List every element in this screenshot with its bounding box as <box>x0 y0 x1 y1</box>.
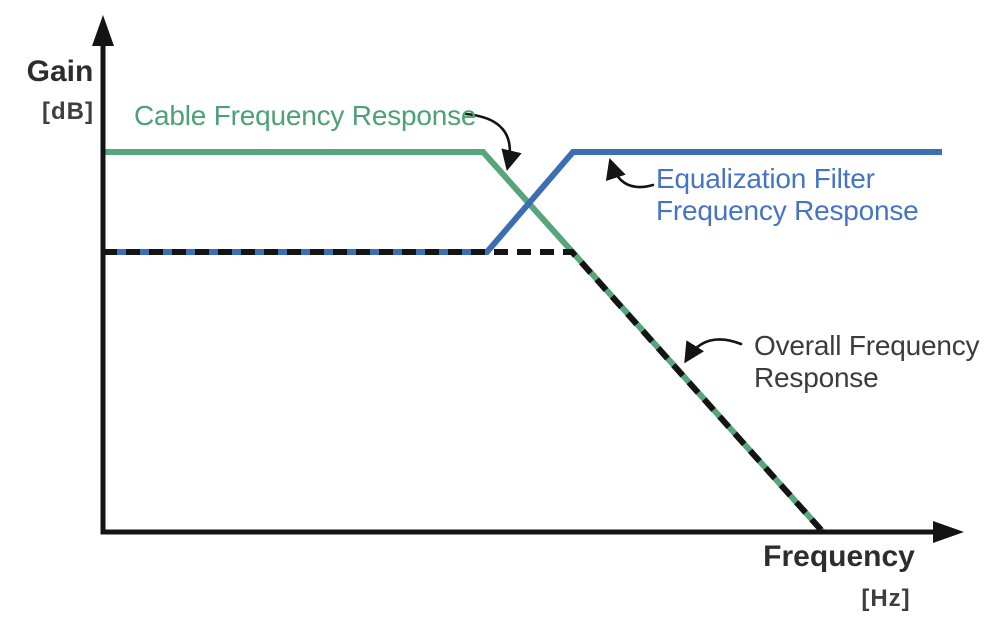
overall-response-label: Overall Frequency Response <box>754 330 980 393</box>
y-axis-unit: [dB] <box>42 98 94 125</box>
equalization-response-label: Equalization Filter Frequency Response <box>656 163 919 226</box>
x-axis-arrowhead <box>933 521 964 543</box>
equalization-annotation-arrow <box>605 158 655 189</box>
overall-frequency-response-line <box>103 249 826 535</box>
overall-annotation-arrow <box>684 338 743 364</box>
x-axis-title: Frequency <box>763 540 915 573</box>
x-axis-unit: [Hz] <box>861 585 911 612</box>
y-axis-title: Gain <box>26 55 94 88</box>
cable-annotation-arrow <box>464 112 522 172</box>
y-axis-arrowhead <box>92 15 114 46</box>
cable-response-label: Cable Frequency Response <box>134 100 477 131</box>
